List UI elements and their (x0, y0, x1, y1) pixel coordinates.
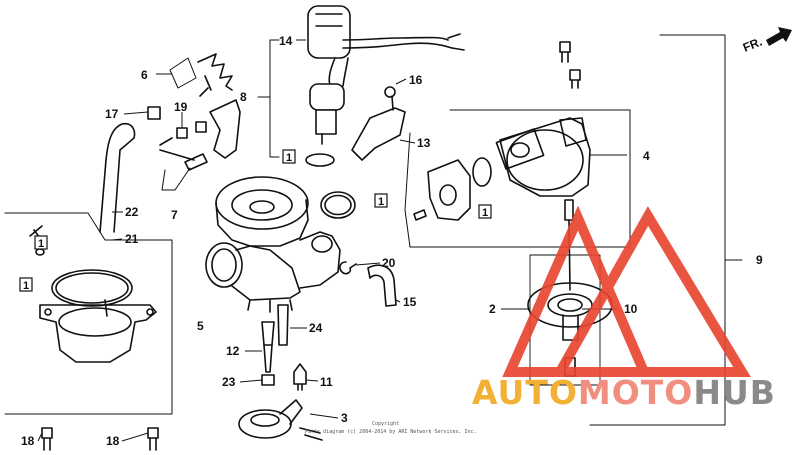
cable-bracket (147, 75, 241, 171)
callout-18a: 18 (21, 434, 35, 448)
float-chamber (39, 269, 157, 363)
watermark-part3: HUB (693, 373, 776, 412)
front-direction-indicator: FR. (741, 27, 792, 55)
watermark-logo (502, 205, 751, 377)
top-cover (495, 117, 591, 197)
gasket-plate (427, 159, 471, 221)
callout-7: 7 (171, 208, 178, 222)
callout-14: 14 (279, 34, 293, 48)
callout-4: 4 (643, 149, 650, 163)
callout-23: 23 (222, 375, 236, 389)
boxed-label: 1 (374, 193, 388, 208)
callout-5: 5 (197, 319, 204, 333)
watermark-part1: AUTO (472, 373, 578, 412)
callout-11: 11 (320, 375, 333, 389)
svg-text:1: 1 (286, 152, 292, 164)
tube-22 (99, 122, 136, 233)
callout-3: 3 (341, 411, 348, 425)
jets (261, 304, 307, 391)
arrow-icon (766, 27, 792, 46)
copyright-line-1: Copyright (372, 421, 399, 427)
watermark-part2: MOTO (578, 373, 693, 412)
svg-text:1: 1 (482, 207, 488, 219)
callout-20: 20 (382, 256, 396, 270)
callout-19: 19 (174, 100, 188, 114)
tube-15 (367, 264, 397, 307)
solenoid-assembly (305, 5, 465, 167)
callout-6: 6 (141, 68, 148, 82)
callout-numbers: 1 2 3 4 5 6 7 8 9 10 11 12 13 14 15 16 1… (21, 34, 763, 448)
boxed-label: 1 (478, 204, 492, 219)
svg-text:1: 1 (38, 238, 44, 250)
callout-21: 21 (125, 232, 139, 246)
boxed-label: 1 (19, 277, 33, 292)
callout-18b: 18 (106, 434, 120, 448)
callout-22: 22 (125, 205, 139, 219)
callout-9: 9 (756, 253, 763, 267)
watermark-text: AUTOMOTOHUB (472, 373, 776, 412)
auto-choke (238, 399, 323, 441)
callout-16: 16 (409, 73, 423, 87)
leader-lines (37, 39, 627, 442)
spring-6 (197, 53, 233, 91)
callout-13: 13 (417, 136, 431, 150)
callout-15: 15 (403, 295, 417, 309)
callout-17: 17 (105, 107, 119, 121)
boxed-label: 1 (282, 149, 296, 164)
callout-24: 24 (309, 321, 323, 335)
bracket-13 (351, 107, 406, 161)
svg-text:1: 1 (23, 280, 29, 292)
fr-label: FR. (741, 35, 764, 55)
boxed-labels: 1 1 1 1 1 (19, 149, 492, 292)
gasket-oring (320, 191, 356, 219)
o-ring-13 (472, 157, 492, 187)
carburetor-body (205, 176, 341, 313)
part-drawings (4, 5, 743, 451)
boxed-label: 1 (34, 235, 48, 250)
group-brackets (4, 34, 743, 426)
callout-2: 2 (489, 302, 496, 316)
svg-text:1: 1 (378, 196, 384, 208)
copyright-line-2: Parts diagram (c) 2004-2014 by ARI Netwo… (305, 429, 477, 435)
callout-12: 12 (226, 344, 240, 358)
callout-10: 10 (624, 302, 638, 316)
callout-8: 8 (240, 90, 247, 104)
